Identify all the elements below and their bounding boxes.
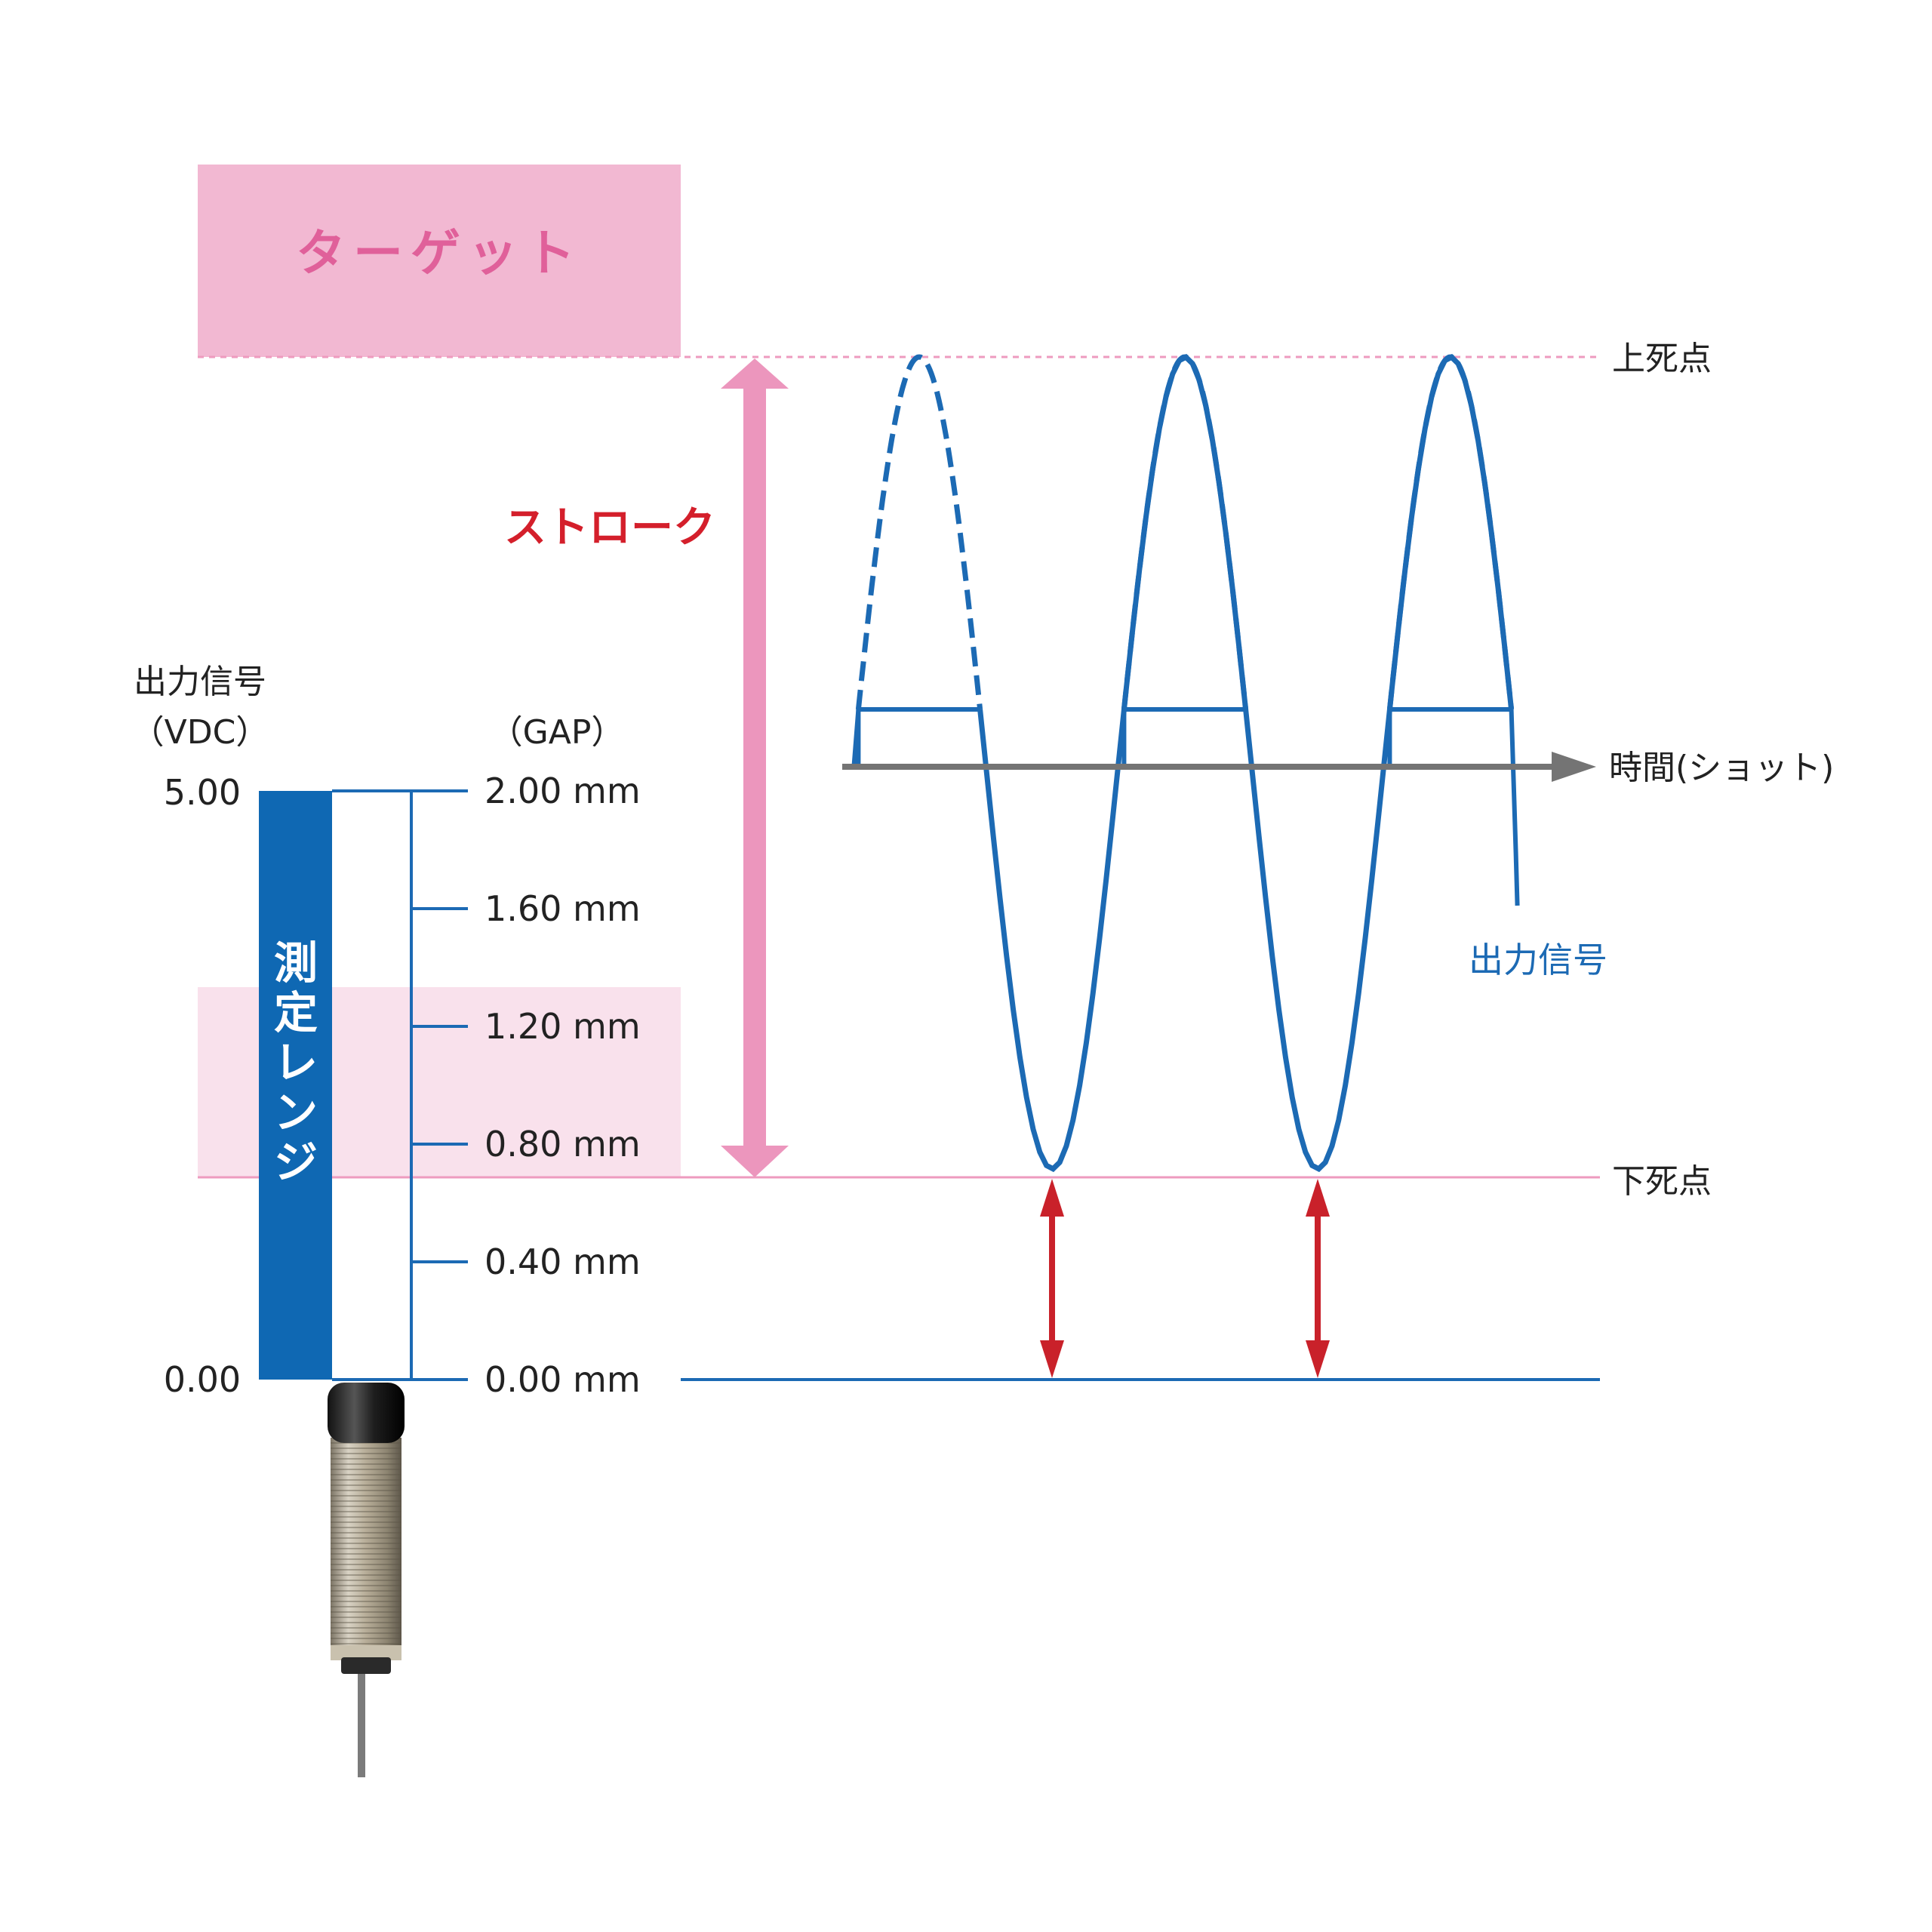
measurement-range-char: ン (274, 1087, 318, 1138)
gap-tick-label: 2.00 mm (485, 771, 641, 811)
measurement-range-bar (259, 791, 332, 1380)
gap-header: （GAP） (490, 713, 625, 752)
stroke-arrow (721, 358, 789, 1177)
sensor-probe-icon (328, 1383, 405, 1777)
gap-tick-label: 1.60 mm (485, 888, 641, 929)
gap-tick-label: 1.20 mm (485, 1006, 641, 1047)
bottom-dead-center-label: 下死点 (1612, 1162, 1712, 1201)
gap-tick-label: 0.40 mm (485, 1241, 641, 1282)
gap-arrows (1040, 1179, 1330, 1378)
measurement-range-char: ジ (274, 1137, 318, 1188)
time-axis (842, 752, 1596, 782)
signal-leading-edge (851, 709, 861, 768)
signal-pulse (856, 707, 980, 767)
output-signal-label: 出力信号 (1469, 940, 1607, 980)
gap-arrow (1040, 1179, 1064, 1378)
gap-arrow (1306, 1179, 1330, 1378)
target-block (198, 165, 681, 357)
stroke-label: ストローク (504, 503, 715, 552)
time-axis-label: 時間(ショット) (1609, 749, 1834, 787)
signal-pulse (1387, 707, 1512, 767)
vdc-header-line2: （VDC） (131, 713, 269, 752)
signal-pulse (1121, 707, 1246, 767)
vdc-tick-max: 5.00 (164, 772, 241, 813)
signal-tail (1509, 709, 1520, 906)
signal-upper-lobe (855, 354, 983, 710)
measurement-range-char: レ (274, 1037, 318, 1088)
output-signal-waveform (851, 353, 1520, 1173)
gap-tick-label: 0.00 mm (485, 1359, 641, 1400)
signal-lower-lobes (977, 353, 1515, 1173)
measurement-range-char: 定 (274, 987, 318, 1038)
vdc-tick-min: 0.00 (164, 1359, 241, 1400)
vdc-header-line1: 出力信号 (134, 663, 266, 701)
target-label: ターゲット (296, 224, 583, 282)
gap-tick-label: 0.80 mm (485, 1124, 641, 1164)
gap-scale: 2.00 mm 1.60 mm 1.20 mm 0.80 mm 0.40 mm 0.00 … (332, 771, 641, 1400)
measurement-range-char: 測 (274, 937, 318, 989)
top-dead-center-label: 上死点 (1612, 340, 1712, 378)
